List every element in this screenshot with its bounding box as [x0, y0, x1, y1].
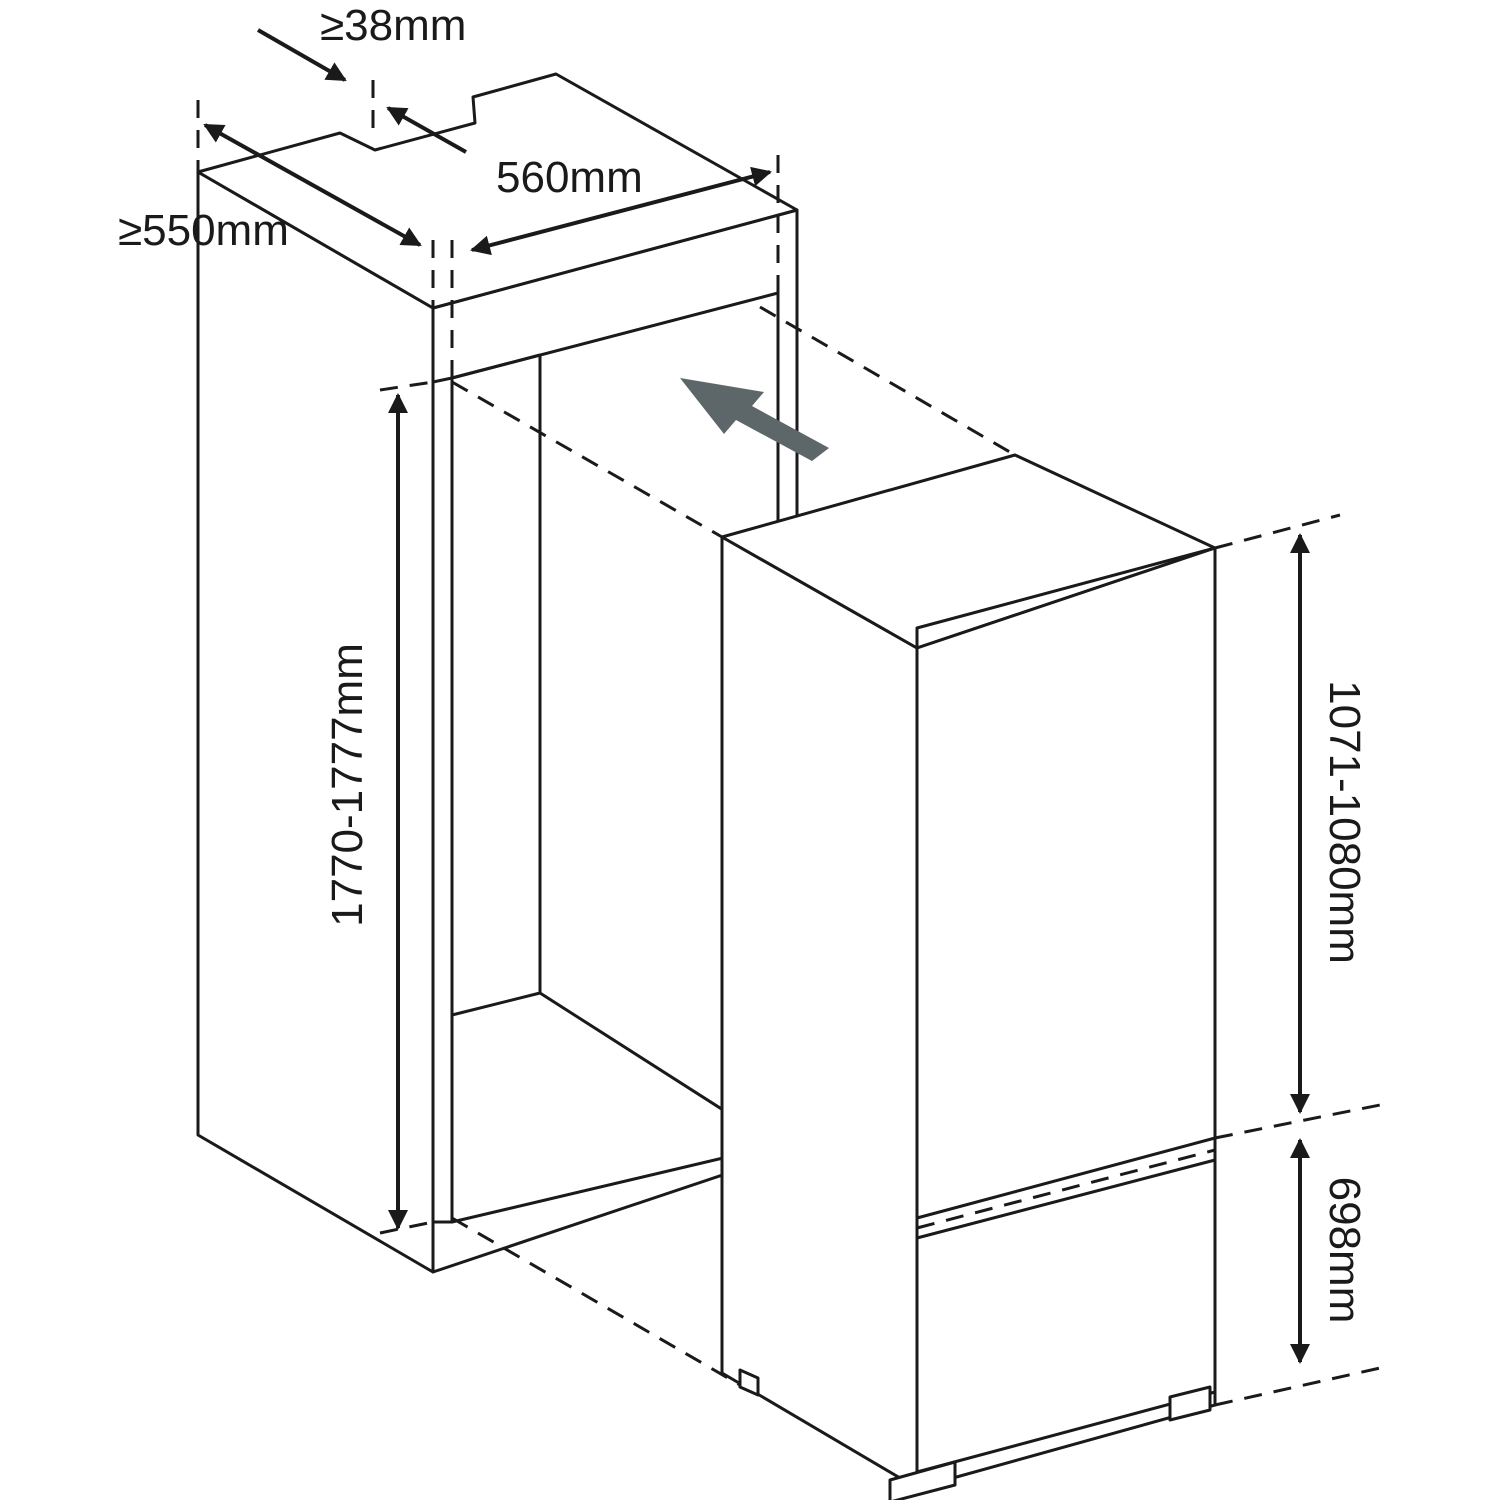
dimension-lower-door: 698mm — [1214, 1138, 1381, 1407]
arrow-icon — [680, 378, 829, 461]
top-gap-label: ≥38mm — [320, 1, 466, 50]
appliance-side — [720, 535, 919, 1490]
depth-label: ≥550mm — [118, 206, 289, 255]
dimension-upper-door: 1071-1080mm — [1214, 513, 1381, 1140]
upper-door-ext-bottom — [1214, 1103, 1381, 1140]
width-label: 560mm — [496, 153, 643, 202]
dimension-top-gap: ≥38mm — [257, 1, 467, 154]
door-gap-dashed — [916, 1148, 1216, 1230]
cabinet-front-inner-edge — [431, 376, 454, 1224]
top-gap-arrow-right — [386, 106, 467, 154]
appliance-front — [915, 546, 1217, 1490]
niche-height-label: 1770-1777mm — [323, 643, 372, 927]
dimension-niche-height: 1770-1777mm — [323, 393, 408, 1230]
guide-line-top — [759, 305, 1016, 457]
upper-door-ext-top — [1214, 513, 1341, 550]
appliance-foot-right — [1168, 1385, 1212, 1422]
guide-line-height-bottom — [379, 1220, 434, 1235]
guide-line-left-top — [451, 380, 723, 539]
guide-line-height-top — [379, 380, 434, 392]
guide-lines — [379, 305, 1016, 1387]
appliance-foot-front — [888, 1460, 957, 1500]
appliance — [720, 453, 1217, 1500]
door-gap-upper — [915, 1136, 1217, 1220]
dimension-depth: ≥550mm — [118, 100, 435, 308]
appliance-base-line — [915, 1390, 1217, 1474]
cabinet-inner-edge — [450, 353, 542, 1017]
appliance-foot-left — [738, 1368, 760, 1397]
lower-door-ext-bottom — [1214, 1366, 1381, 1407]
dimension-width: 560mm — [450, 153, 780, 378]
width-dimension-line — [470, 166, 772, 256]
appliance-top-trim — [915, 546, 1217, 650]
top-gap-arrow-left — [257, 28, 347, 82]
upper-door-label: 1071-1080mm — [1320, 680, 1369, 964]
guide-line-bottom — [451, 1216, 741, 1387]
lower-door-label: 698mm — [1320, 1177, 1369, 1324]
door-gap-lower — [915, 1158, 1217, 1240]
depth-dimension-line — [203, 123, 422, 247]
